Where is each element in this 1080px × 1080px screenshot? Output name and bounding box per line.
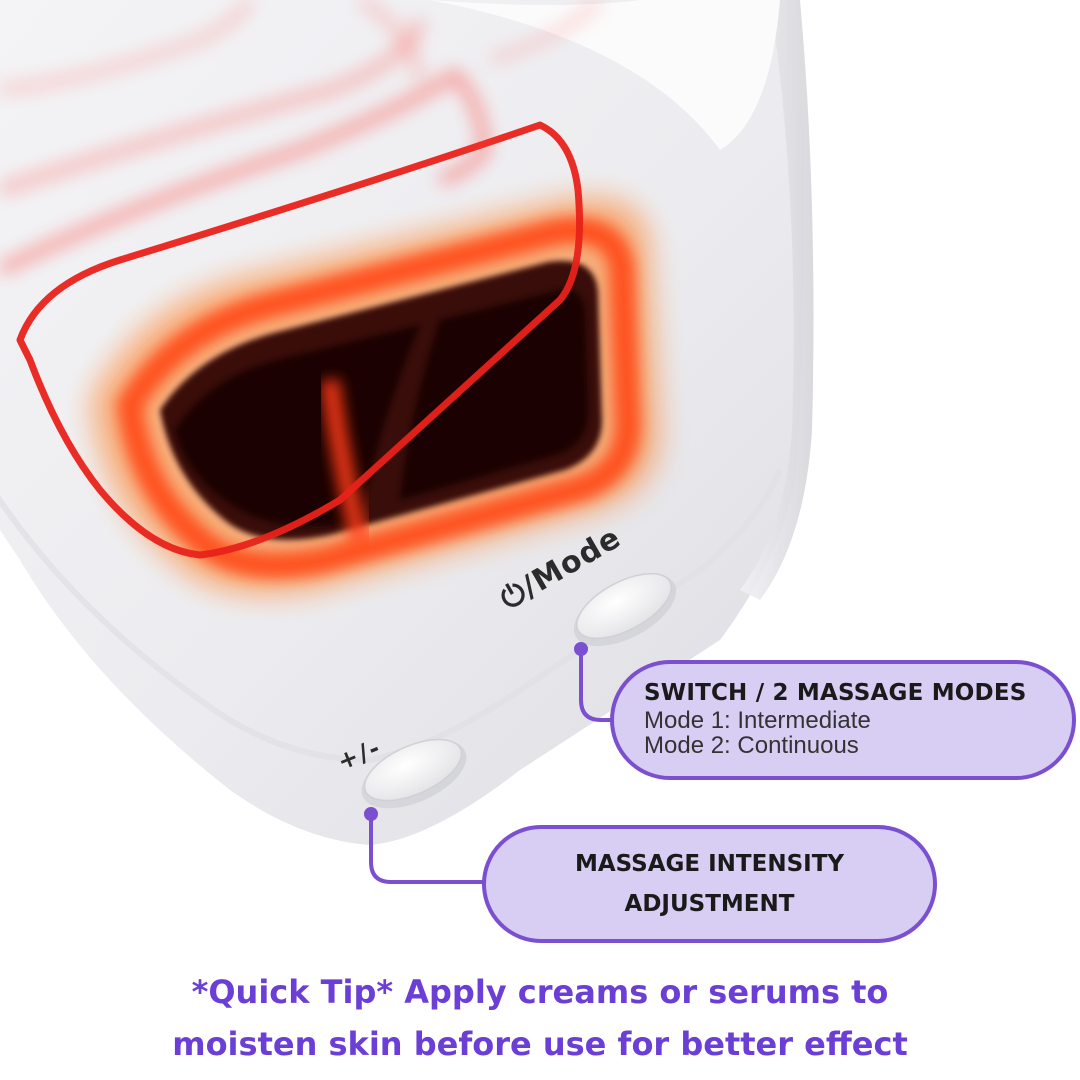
leader-line-intensity xyxy=(364,807,486,884)
quick-tip-line: moisten skin before use for better effec… xyxy=(172,1025,908,1063)
callout-modes-title: SWITCH / 2 MASSAGE MODES xyxy=(644,680,1027,706)
callout-intensity-title: MASSAGE INTENSITY ADJUSTMENT xyxy=(575,844,844,924)
callout-intensity-title-line: MASSAGE INTENSITY xyxy=(574,851,845,877)
leader-line-modes xyxy=(574,642,614,722)
callout-modes-line: Mode 2: Continuous xyxy=(644,732,859,759)
red-led-outline xyxy=(0,0,604,559)
intensity-button[interactable] xyxy=(351,726,476,823)
red-light-panel xyxy=(90,196,660,596)
callout-modes-line: Mode 1: Intermediate xyxy=(644,707,871,734)
quick-tip-line: *Quick Tip* Apply creams or serums to xyxy=(191,973,889,1011)
callout-modes: SWITCH / 2 MASSAGE MODES Mode 1: Interme… xyxy=(610,660,1076,780)
quick-tip: *Quick Tip* Apply creams or serums to mo… xyxy=(40,966,1040,1070)
callout-intensity-title-line: ADJUSTMENT xyxy=(624,891,795,917)
callout-intensity: MASSAGE INTENSITY ADJUSTMENT xyxy=(482,825,937,943)
mode-button[interactable] xyxy=(562,559,687,661)
